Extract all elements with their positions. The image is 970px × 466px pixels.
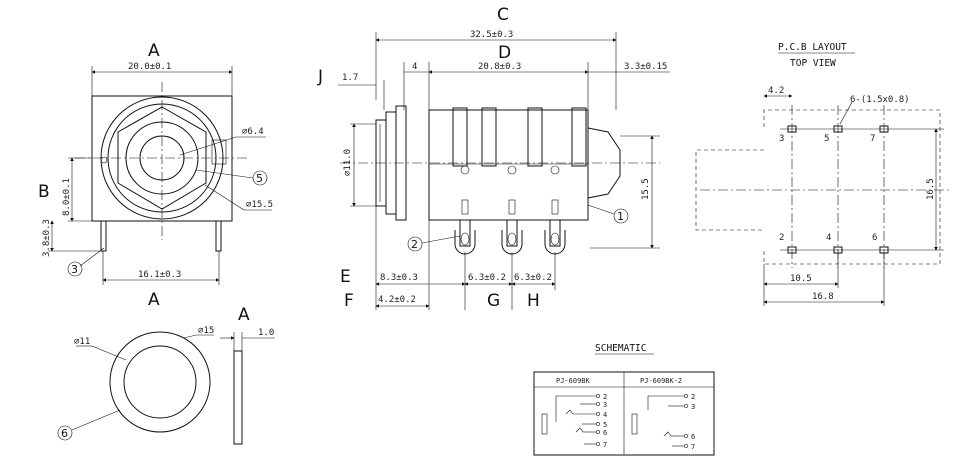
body-dia-dim: ⌀15.5 bbox=[246, 200, 273, 210]
washer-thick-dim: 1.0 bbox=[258, 328, 274, 338]
pad-2-label: 2 bbox=[779, 233, 784, 243]
pcb-title: P.C.B LAYOUT bbox=[778, 42, 847, 53]
pad-7-label: 7 bbox=[870, 134, 875, 144]
washer-view: ⌀11 ⌀15 6 A 1.0 bbox=[57, 305, 275, 445]
sch2-pin-6: 6 bbox=[691, 433, 695, 441]
washer-inner-dim: ⌀11 bbox=[74, 337, 90, 347]
pin-span-dim: 16.1±0.3 bbox=[138, 270, 181, 280]
pad-6-label: 6 bbox=[872, 233, 877, 243]
side-view: C 32.5±0.3 D 20.8±0.3 4 3.3±0.15 J 1.7 bbox=[317, 5, 670, 311]
label-e: E bbox=[340, 267, 351, 287]
gap-dim: 4 bbox=[412, 62, 417, 72]
rear-dim: 3.3±0.15 bbox=[624, 62, 667, 72]
pad-4-label: 4 bbox=[826, 233, 831, 243]
pcb-w2-dim: 16.8 bbox=[812, 292, 834, 302]
label-a-ring: A bbox=[238, 305, 250, 325]
label-j: J bbox=[317, 67, 323, 87]
sch1-pin-6: 6 bbox=[603, 429, 607, 437]
h-span-dim: 6.3±0.2 bbox=[514, 273, 552, 283]
front-width-dim: 20.0±0.1 bbox=[128, 62, 171, 72]
schematic-col2: PJ-609BK-2 bbox=[640, 377, 682, 385]
schematic-col1: PJ-609BK bbox=[556, 377, 591, 385]
schematic: SCHEMATIC PJ-609BK PJ-609BK-2 2 3 4 5 6 … bbox=[533, 343, 715, 456]
sch1-pin-3: 3 bbox=[603, 401, 607, 409]
pcb-height-dim: 16.5 bbox=[926, 178, 936, 200]
callout-5: 5 bbox=[256, 172, 263, 185]
pad-5-label: 5 bbox=[824, 134, 829, 144]
sch1-pin-2: 2 bbox=[603, 393, 607, 401]
f-dim: 4.2±0.2 bbox=[378, 295, 416, 305]
pin-height-dim: 15.5 bbox=[641, 178, 651, 200]
pcb-offset-dim: 4.2 bbox=[768, 86, 784, 96]
schematic-title: SCHEMATIC bbox=[595, 343, 646, 354]
label-h: H bbox=[527, 291, 540, 311]
callout-6: 6 bbox=[61, 427, 68, 440]
body-length-dim: 20.8±0.3 bbox=[478, 62, 521, 72]
sch2-pin-7: 7 bbox=[691, 443, 695, 451]
washer-outer-dim: ⌀15 bbox=[198, 326, 214, 336]
pcb-hole-note: 6-(1.5x0.8) bbox=[850, 95, 910, 105]
pcb-w1-dim: 10.5 bbox=[790, 274, 812, 284]
label-b: B bbox=[38, 182, 50, 202]
pin-length-dim: 3.8±0.3 bbox=[42, 219, 52, 257]
e-dim: 8.3±0.3 bbox=[380, 273, 418, 283]
pcb-layout: P.C.B LAYOUT TOP VIEW 3 5 7 2 4 6 4.2 6-… bbox=[695, 42, 950, 306]
label-g: G bbox=[487, 291, 500, 311]
sch1-pin-4: 4 bbox=[603, 411, 607, 419]
sch1-pin-5: 5 bbox=[603, 421, 607, 429]
sch2-pin-2: 2 bbox=[691, 393, 695, 401]
label-d: D bbox=[498, 43, 511, 63]
total-length-dim: 32.5±0.3 bbox=[470, 30, 513, 40]
label-c: C bbox=[497, 5, 509, 25]
flange-dim: 1.7 bbox=[342, 73, 358, 83]
label-a-bottom: A bbox=[148, 290, 160, 310]
sch1-pin-7: 7 bbox=[603, 441, 607, 449]
callout-3: 3 bbox=[71, 263, 78, 276]
g-span-dim: 6.3±0.2 bbox=[468, 273, 506, 283]
pcb-subtitle: TOP VIEW bbox=[790, 58, 836, 69]
front-view: A 20.0±0.1 8.0±0.1 B 3.8±0.3 16.1±0.3 bbox=[38, 41, 273, 310]
label-a-top: A bbox=[148, 41, 160, 61]
thread-dia-dim: ⌀11.0 bbox=[343, 149, 353, 176]
solder-lugs bbox=[454, 165, 566, 255]
front-height-dim: 8.0±0.1 bbox=[62, 178, 72, 216]
nut-dia-dim: ⌀6.4 bbox=[242, 127, 264, 137]
callout-1: 1 bbox=[617, 210, 624, 223]
pad-3-label: 3 bbox=[779, 134, 784, 144]
sch2-pin-3: 3 bbox=[691, 403, 695, 411]
callout-2: 2 bbox=[411, 238, 418, 251]
label-f: F bbox=[344, 291, 354, 311]
